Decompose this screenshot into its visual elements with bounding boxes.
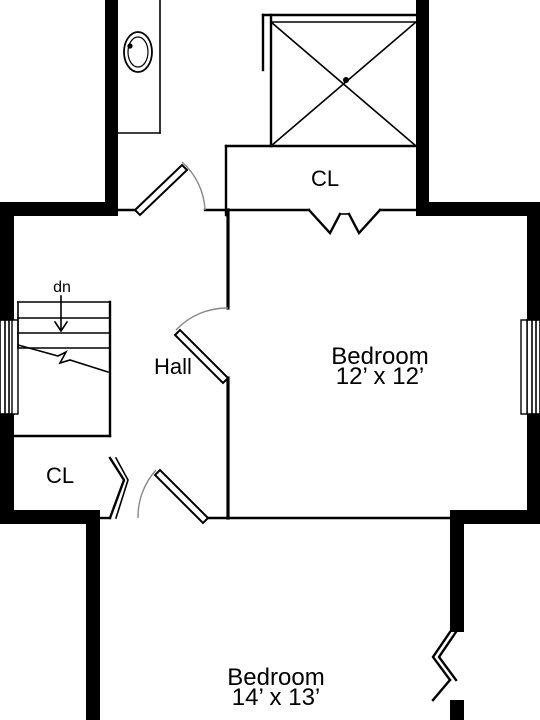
bedroom2-size-label: 14’ x 13’ bbox=[232, 684, 321, 711]
stairs bbox=[17, 301, 111, 374]
bedroom2-closet-bifold-door bbox=[431, 630, 458, 702]
bedroom2-label: Bedroom bbox=[227, 664, 324, 691]
bedroom2-door bbox=[137, 468, 210, 525]
closet-left: CL bbox=[46, 456, 129, 520]
hall-label: Hall bbox=[154, 354, 192, 379]
closet-left-label: CL bbox=[46, 463, 74, 488]
interior-walls bbox=[12, 208, 452, 520]
bedroom1-door bbox=[173, 307, 230, 385]
vanity bbox=[117, 0, 161, 134]
closet-top-bifold-door bbox=[307, 208, 382, 236]
stairs-dn-label: dn bbox=[53, 279, 71, 296]
closet-top: CL bbox=[224, 144, 418, 217]
stair-down-arrow-icon bbox=[53, 295, 69, 333]
shower-stall bbox=[261, 13, 418, 148]
bedroom1-size-label: 12’ x 12’ bbox=[336, 363, 425, 390]
window-left bbox=[0, 319, 19, 415]
bathroom-door bbox=[133, 161, 206, 217]
closet-top-label: CL bbox=[311, 166, 339, 191]
sink-icon bbox=[123, 31, 153, 73]
window-right bbox=[520, 319, 540, 415]
bedroom1-label: Bedroom bbox=[331, 343, 428, 370]
